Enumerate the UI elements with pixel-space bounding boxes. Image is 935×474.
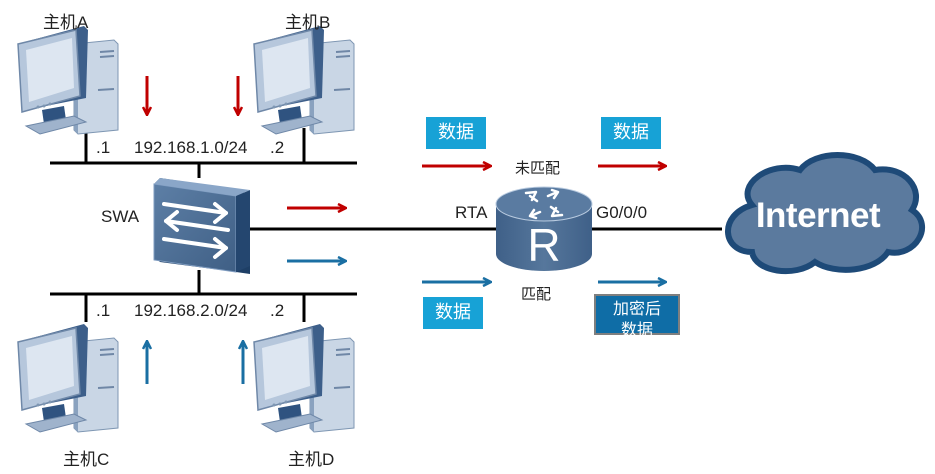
bottom-subnet-label: 192.168.2.0/24 xyxy=(134,301,248,320)
host-b-computer-icon[interactable] xyxy=(253,25,355,135)
top-subnet-label: 192.168.1.0/24 xyxy=(134,138,248,157)
matched-label: 匹配 xyxy=(521,285,552,303)
switch-label: SWA xyxy=(101,207,140,226)
host-d-computer-icon[interactable] xyxy=(253,323,355,433)
host-d-ip: .2 xyxy=(270,301,285,320)
host-a-label: 主机A xyxy=(43,13,89,32)
host-a-ip: .1 xyxy=(96,138,111,157)
matched-in-data-box: 数据 xyxy=(423,297,483,329)
internet-cloud-icon[interactable] xyxy=(725,152,926,275)
host-c-label: 主机C xyxy=(63,450,110,469)
router-icon[interactable] xyxy=(495,186,593,271)
unmatched-in-data-box: 数据 xyxy=(426,117,486,149)
router-glyph: R xyxy=(527,219,561,271)
host-b-ip: .2 xyxy=(270,138,285,157)
switch-icon[interactable] xyxy=(153,178,250,274)
host-a-computer-icon[interactable] xyxy=(17,25,119,135)
encrypted-data-line2: 数据 xyxy=(620,320,653,339)
router-interface-label: G0/0/0 xyxy=(596,203,648,222)
host-c-computer-icon[interactable] xyxy=(17,323,119,433)
unmatched-label: 未匹配 xyxy=(515,159,561,177)
host-d-label: 主机D xyxy=(288,450,335,469)
unmatched-out-data-box: 数据 xyxy=(601,117,661,149)
router-label: RTA xyxy=(455,203,488,222)
encrypted-data-box: 加密后 数据 xyxy=(594,294,680,339)
encrypted-data-line1: 加密后 xyxy=(612,299,661,318)
host-b-label: 主机B xyxy=(285,13,331,32)
host-c-ip: .1 xyxy=(96,301,111,320)
internet-label: Internet xyxy=(755,196,881,235)
